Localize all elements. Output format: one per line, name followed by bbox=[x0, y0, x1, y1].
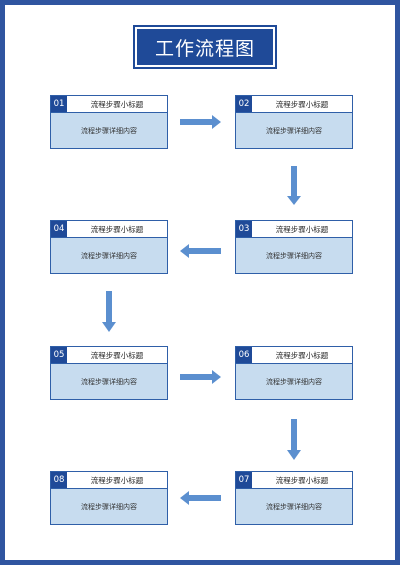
step-content: 流程步骤详细内容 bbox=[81, 378, 137, 386]
step-subtitle: 流程步骤小标题 bbox=[275, 475, 329, 485]
step-number: 07 bbox=[236, 472, 252, 488]
step-subtitle: 流程步骤小标题 bbox=[90, 475, 144, 485]
title-box: 工作流程图 bbox=[133, 25, 277, 69]
step-card-04: 04 流程步骤小标题 流程步骤详细内容 bbox=[50, 220, 168, 274]
arrow-down-icon bbox=[102, 291, 116, 332]
step-card-07: 07 流程步骤小标题 流程步骤详细内容 bbox=[235, 471, 353, 525]
step-subtitle: 流程步骤小标题 bbox=[275, 350, 329, 360]
step-number: 06 bbox=[236, 347, 252, 363]
step-header: 06 流程步骤小标题 bbox=[236, 347, 352, 364]
arrow-left-icon bbox=[180, 244, 221, 258]
flow-arrows bbox=[102, 115, 301, 505]
step-content: 流程步骤详细内容 bbox=[81, 127, 137, 135]
step-header: 04 流程步骤小标题 bbox=[51, 221, 167, 238]
step-subtitle: 流程步骤小标题 bbox=[90, 224, 144, 234]
step-content: 流程步骤详细内容 bbox=[81, 252, 137, 260]
step-content: 流程步骤详细内容 bbox=[266, 127, 322, 135]
step-card-03: 03 流程步骤小标题 流程步骤详细内容 bbox=[235, 220, 353, 274]
step-number: 01 bbox=[51, 96, 67, 112]
step-header: 07 流程步骤小标题 bbox=[236, 472, 352, 489]
step-number: 02 bbox=[236, 96, 252, 112]
step-content: 流程步骤详细内容 bbox=[266, 503, 322, 511]
arrow-right-icon bbox=[180, 115, 221, 129]
step-card-02: 02 流程步骤小标题 流程步骤详细内容 bbox=[235, 95, 353, 149]
step-number: 05 bbox=[51, 347, 67, 363]
arrow-down-icon bbox=[287, 166, 301, 205]
step-number: 03 bbox=[236, 221, 252, 237]
step-subtitle: 流程步骤小标题 bbox=[275, 99, 329, 109]
arrow-down-icon bbox=[287, 419, 301, 460]
step-subtitle: 流程步骤小标题 bbox=[90, 350, 144, 360]
step-content: 流程步骤详细内容 bbox=[266, 378, 322, 386]
arrow-left-icon bbox=[180, 491, 221, 505]
step-header: 03 流程步骤小标题 bbox=[236, 221, 352, 238]
step-header: 05 流程步骤小标题 bbox=[51, 347, 167, 364]
step-content: 流程步骤详细内容 bbox=[81, 503, 137, 511]
step-content: 流程步骤详细内容 bbox=[266, 252, 322, 260]
step-header: 08 流程步骤小标题 bbox=[51, 472, 167, 489]
step-header: 02 流程步骤小标题 bbox=[236, 96, 352, 113]
step-card-01: 01 流程步骤小标题 流程步骤详细内容 bbox=[50, 95, 168, 149]
step-number: 08 bbox=[51, 472, 67, 488]
step-header: 01 流程步骤小标题 bbox=[51, 96, 167, 113]
arrow-right-icon bbox=[180, 370, 221, 384]
page-title: 工作流程图 bbox=[154, 37, 255, 60]
step-number: 04 bbox=[51, 221, 67, 237]
step-card-08: 08 流程步骤小标题 流程步骤详细内容 bbox=[50, 471, 168, 525]
step-subtitle: 流程步骤小标题 bbox=[275, 224, 329, 234]
step-card-06: 06 流程步骤小标题 流程步骤详细内容 bbox=[235, 346, 353, 400]
step-card-05: 05 流程步骤小标题 流程步骤详细内容 bbox=[50, 346, 168, 400]
step-subtitle: 流程步骤小标题 bbox=[90, 99, 144, 109]
